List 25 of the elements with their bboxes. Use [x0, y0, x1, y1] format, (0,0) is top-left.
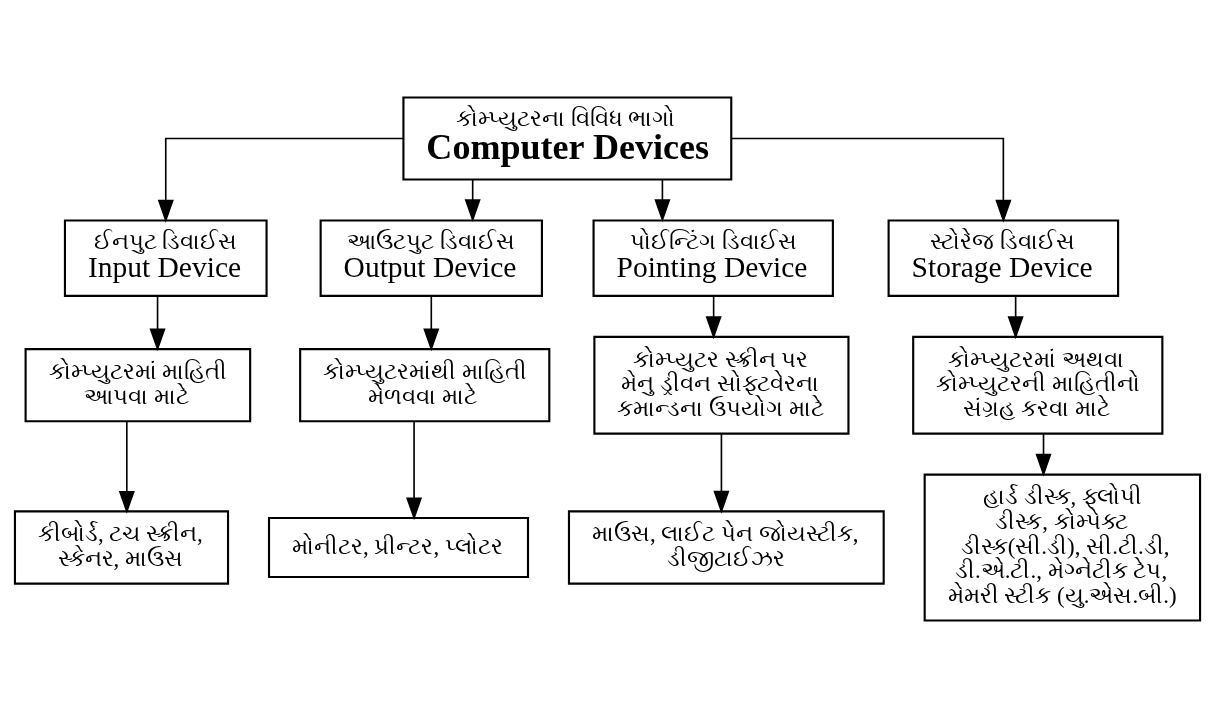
node-box: ઈનપુટ ડિવાઈસ Input Device	[63, 218, 268, 297]
arrow	[654, 178, 671, 222]
node-box: કોમ્પ્યુટરમાં અથવા કોમ્પ્યુટરની માહિતીનો સંગ્રહ કરવા માટે	[912, 335, 1164, 435]
arrow	[157, 137, 405, 223]
arrow	[1007, 295, 1024, 339]
node-box: માઉસ, લાઈટ પેન જોયસ્ટીક, ડીજીટાઈઝર	[567, 509, 885, 585]
node-box: મોનીટર, પ્રીન્ટર, પ્લોટર	[267, 516, 530, 578]
arrow	[406, 420, 423, 520]
arrow	[1035, 432, 1052, 477]
node-box: સ્ટોરેજ ડિવાઈસ Storage Device	[887, 218, 1120, 297]
arrow	[730, 137, 1012, 223]
arrow	[713, 432, 730, 514]
arrow	[118, 420, 135, 514]
arrow	[464, 178, 481, 222]
node-box: આઉટપુટ ડિવાઈસ Output Device	[319, 218, 543, 297]
node-box: કોમ્પ્યુટરમાંથી માહિતી મેળવવા માટે	[299, 347, 551, 422]
node-box: કોમ્પ્યુટરના વિવિધ ભાગો Computer Devices	[402, 96, 733, 181]
arrow	[705, 295, 722, 339]
arrow	[423, 295, 440, 351]
node-box: પોઈન્ટિંગ ડિવાઈસ Pointing Device	[592, 218, 834, 297]
node-box: કીબોર્ડ, ટચ સ્ક્રીન, સ્કેનર, માઉસ	[13, 509, 230, 585]
node-box: હાર્ડ ડીસ્ક, ફ્લોપી ડીસ્ક, કોમ્પેક્ટ ડીસ્ક(સી.ડી), સી.ટી.ડી, ડી.એ.ટી., મેગ્નેટીક ટેપ, મેમરી સ્ટીક (યુ.એસ.બી.)	[923, 473, 1202, 621]
arrow	[149, 295, 166, 351]
node-box: કોમ્પ્યુટરમાં માહિતી આપવા માટે	[24, 347, 252, 422]
node-box: કોમ્પ્યુટર સ્ક્રીન પર મેનુ ડ્રીવન સોફ્ટવેરના કમાન્ડના ઉપયોગ માટે	[593, 335, 850, 435]
